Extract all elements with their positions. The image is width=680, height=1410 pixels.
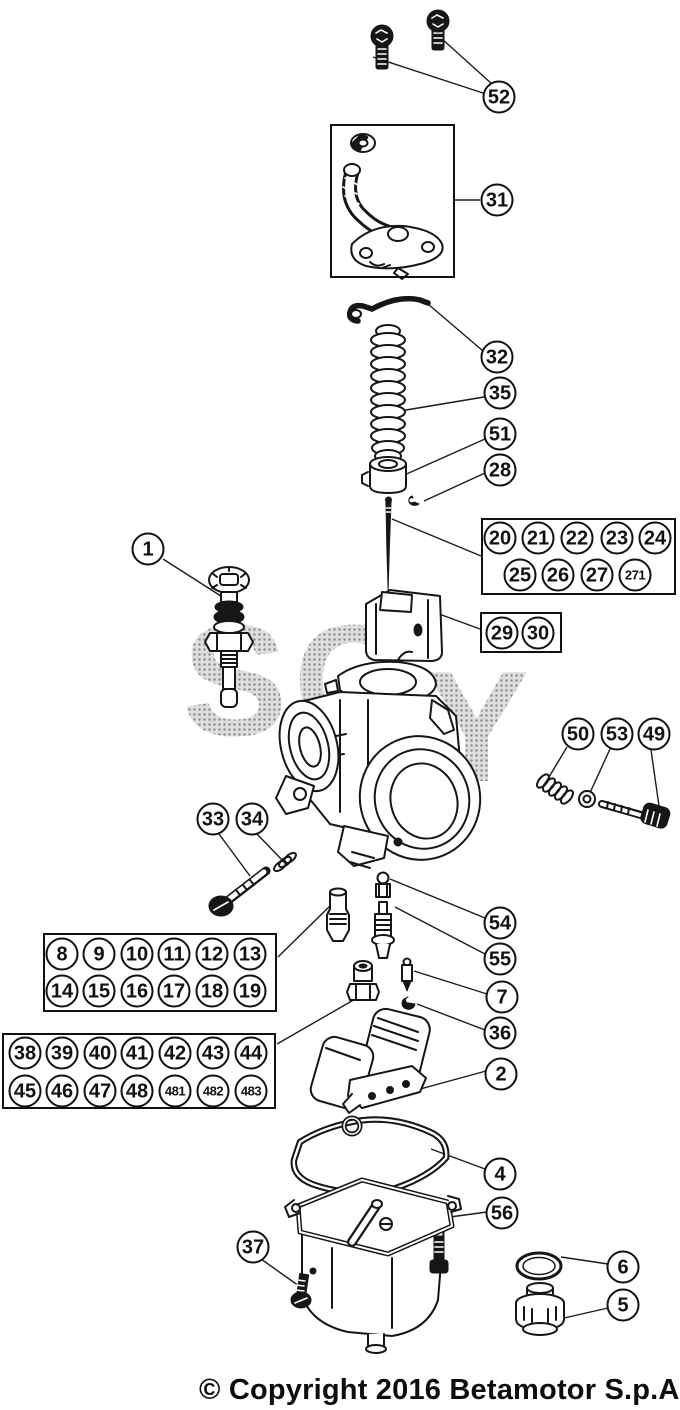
callout-42[interactable]: 42 [158,1036,192,1070]
group-box-20-271 [481,518,676,595]
callout-45[interactable]: 45 [8,1074,42,1108]
group-box-38-483 [2,1033,276,1109]
part-oring [515,1251,563,1281]
callout-12[interactable]: 12 [195,937,229,971]
callout-36[interactable]: 36 [483,1016,517,1050]
leader-lines [162,37,661,1319]
part-bowl-screw [290,1267,317,1309]
callout-34[interactable]: 34 [235,802,269,836]
part-needle-clip [408,495,420,506]
part-slide-spring [370,324,406,463]
callout-15[interactable]: 15 [82,974,116,1008]
callout-39[interactable]: 39 [45,1036,79,1070]
callout-2[interactable]: 2 [484,1057,518,1091]
callout-7[interactable]: 7 [485,980,519,1014]
callout-51[interactable]: 51 [483,417,517,451]
part-bolt-b [426,9,450,51]
callout-43[interactable]: 43 [196,1036,230,1070]
callout-17[interactable]: 17 [157,974,191,1008]
part-spring-seat [361,456,407,494]
callout-482[interactable]: 482 [196,1074,230,1108]
part-top-cover [342,133,444,280]
part-float-needle [401,957,413,992]
callout-46[interactable]: 46 [45,1074,79,1108]
callout-11[interactable]: 11 [157,937,191,971]
callout-13[interactable]: 13 [233,937,267,971]
callout-21[interactable]: 21 [521,521,555,555]
callout-28[interactable]: 28 [483,453,517,487]
part-drain-plug [515,1282,565,1336]
part-main-jet [375,871,391,898]
callout-38[interactable]: 38 [8,1036,42,1070]
part-needle-seat-clip [401,996,416,1010]
callout-44[interactable]: 44 [234,1036,268,1070]
callout-20[interactable]: 20 [483,521,517,555]
group-box-8-19 [43,933,277,1012]
group-box-31 [330,124,455,278]
callout-40[interactable]: 40 [83,1036,117,1070]
callout-48[interactable]: 48 [120,1074,154,1108]
part-throttle-slide [365,589,443,662]
callout-18[interactable]: 18 [195,974,229,1008]
callout-22[interactable]: 22 [560,521,594,555]
callout-53[interactable]: 53 [600,717,634,751]
callout-271[interactable]: 271 [618,558,652,592]
callout-19[interactable]: 19 [233,974,267,1008]
callout-47[interactable]: 47 [83,1074,117,1108]
callout-50[interactable]: 50 [561,717,595,751]
callout-23[interactable]: 23 [600,521,634,555]
callout-26[interactable]: 26 [541,558,575,592]
group-box-29-30 [480,612,562,653]
callout-32[interactable]: 32 [480,340,514,374]
callout-16[interactable]: 16 [120,974,154,1008]
callout-52[interactable]: 52 [482,80,516,114]
callout-9[interactable]: 9 [82,937,116,971]
callout-31[interactable]: 31 [480,183,514,217]
callout-25[interactable]: 25 [503,558,537,592]
callout-29[interactable]: 29 [485,616,519,650]
callout-35[interactable]: 35 [483,376,517,410]
callout-5[interactable]: 5 [606,1288,640,1322]
callout-37[interactable]: 37 [236,1230,270,1264]
callout-41[interactable]: 41 [120,1036,154,1070]
callout-481[interactable]: 481 [158,1074,192,1108]
part-carburetor-body [275,660,482,869]
part-float [309,1007,431,1114]
part-cover-gasket [346,295,431,324]
callout-10[interactable]: 10 [120,937,154,971]
part-needle-jet [371,901,395,959]
callout-54[interactable]: 54 [483,906,517,940]
part-float-bowl [284,1177,462,1354]
callout-24[interactable]: 24 [638,521,672,555]
callout-8[interactable]: 8 [45,937,79,971]
part-airscrew-set [536,773,671,829]
part-pilot-jet [326,887,350,942]
part-needle-seat [346,960,380,1001]
part-choke-assembly [204,566,254,708]
part-bowl-gasket [290,1115,450,1196]
callout-55[interactable]: 55 [483,942,517,976]
callout-56[interactable]: 56 [485,1196,519,1230]
callout-30[interactable]: 30 [521,616,555,650]
callout-27[interactable]: 27 [580,558,614,592]
callout-483[interactable]: 483 [234,1074,268,1108]
callout-1[interactable]: 1 [131,532,165,566]
callout-49[interactable]: 49 [637,717,671,751]
callout-14[interactable]: 14 [45,974,79,1008]
part-bolt-a [370,24,394,70]
part-jet-needle [385,496,392,591]
part-idle-screw [208,851,297,917]
copyright-text: © Copyright 2016 Betamotor S.p.A. [199,1374,680,1406]
callout-4[interactable]: 4 [483,1157,517,1191]
callout-33[interactable]: 33 [196,802,230,836]
callout-6[interactable]: 6 [606,1250,640,1284]
